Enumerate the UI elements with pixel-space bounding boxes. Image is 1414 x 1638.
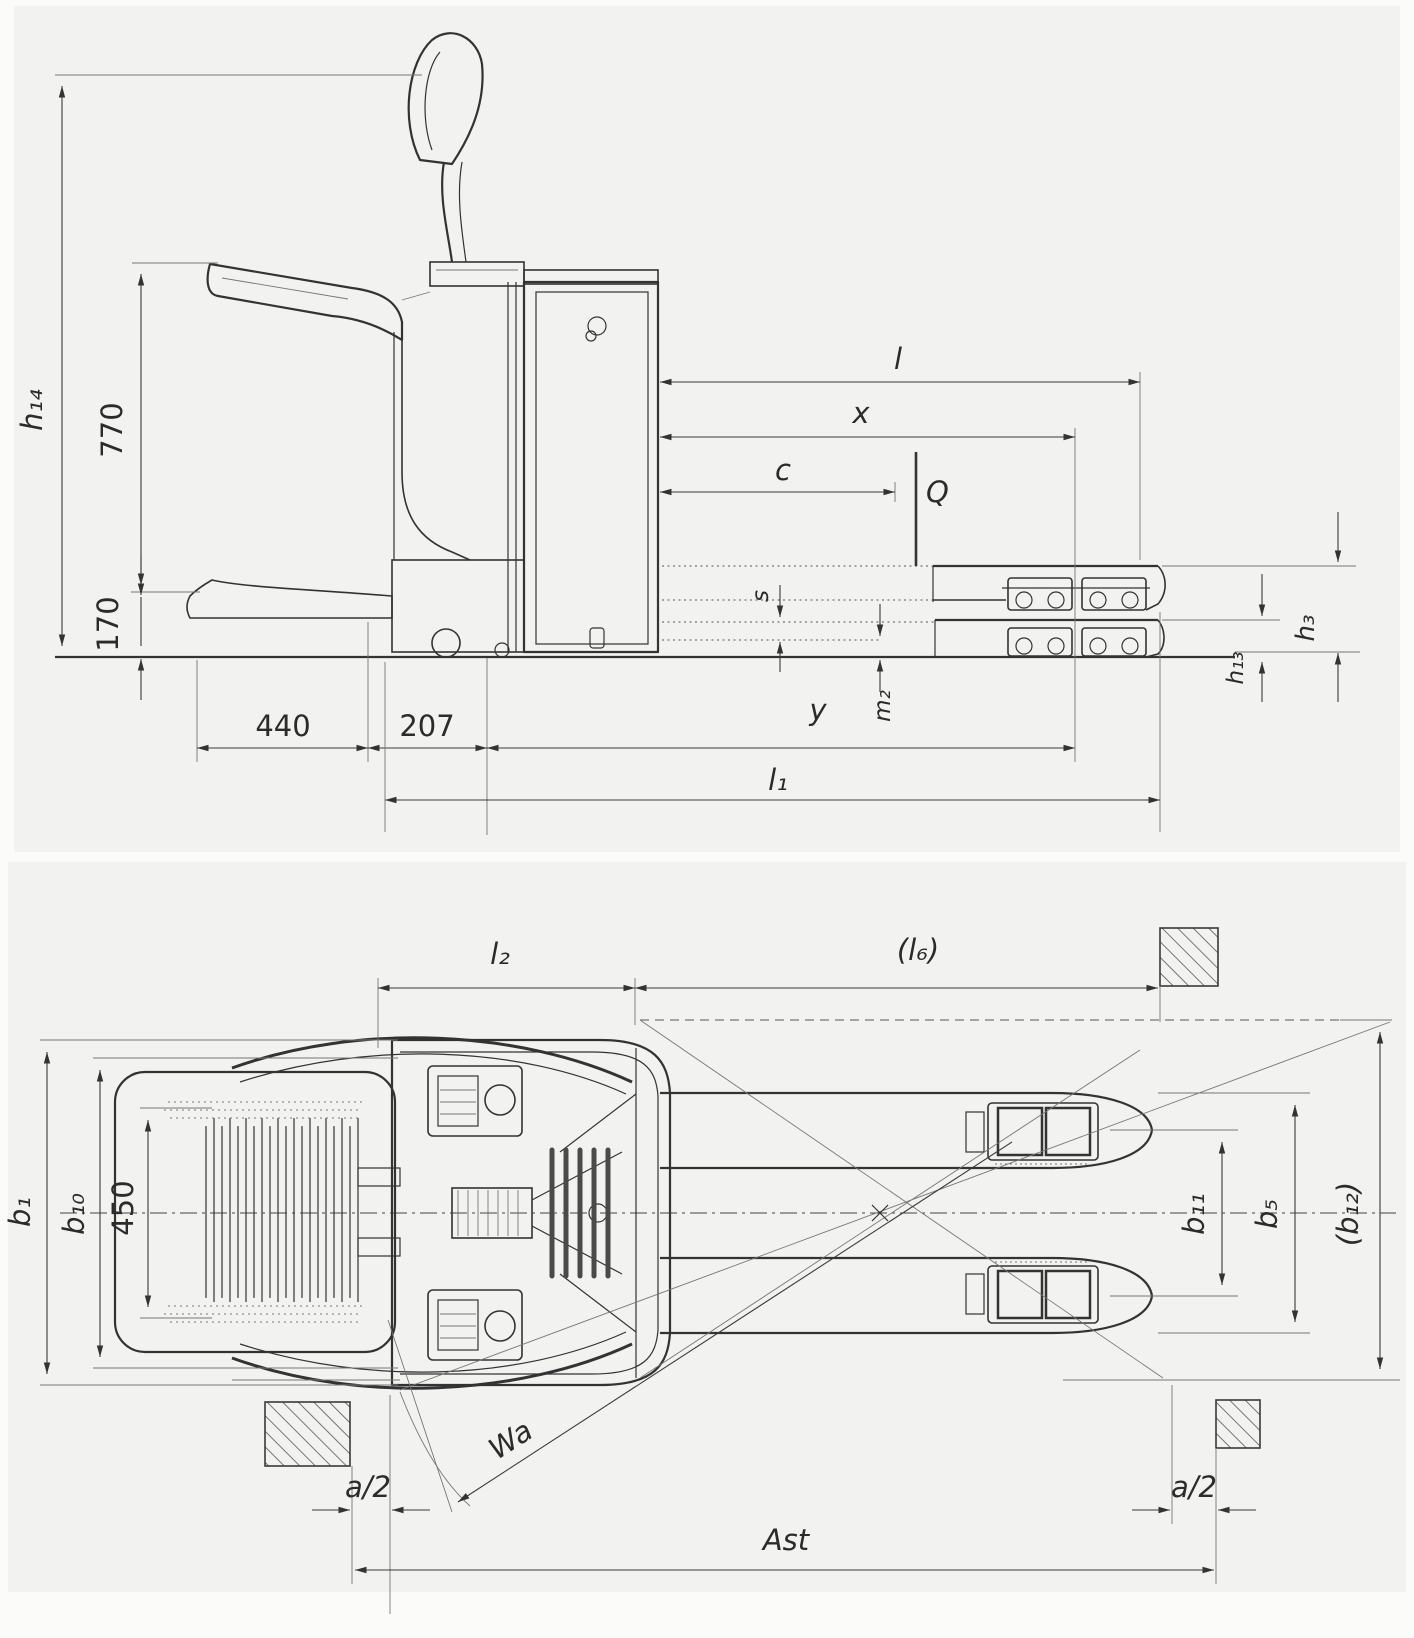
dim-label-m2: m₂	[870, 690, 896, 722]
control-cluster	[427, 1065, 523, 1137]
battery-cap	[523, 269, 659, 285]
seat-column	[401, 322, 471, 561]
dim-label-770: 770	[95, 402, 129, 457]
obstacle-block-bottom-left	[264, 1401, 351, 1467]
seat-top-view	[113, 1070, 397, 1354]
dim-label-c: c	[775, 453, 791, 487]
battery-symbol-bottom-icon	[589, 627, 605, 649]
dim-b10: b₁₀	[57, 1057, 398, 1369]
dim-label-a2-left: a/2	[345, 1470, 391, 1504]
dim-170: 170	[91, 556, 200, 700]
dim-a2-right: a/2	[1132, 1385, 1256, 1584]
dim-label-b10: b₁₀	[57, 1193, 91, 1235]
dim-label-b11: b₁₁	[1177, 1193, 1211, 1235]
dim-440: 440	[196, 622, 369, 762]
dim-label-q: Q	[926, 475, 949, 509]
fork-raised	[662, 564, 1166, 611]
dim-label-170: 170	[91, 596, 125, 651]
dim-y: y	[487, 693, 1075, 752]
side-view-panel	[14, 6, 1400, 852]
drive-unit	[451, 1187, 533, 1239]
seat-slats	[205, 1118, 359, 1302]
caster-wheel	[494, 642, 510, 658]
dim-label-ast: Ast	[761, 1523, 811, 1557]
center-cross-mark	[871, 1204, 889, 1222]
dim-l6: (l₆)	[635, 933, 1161, 1022]
dim-b5: b₅	[1158, 1092, 1310, 1334]
load-roller-bogie	[1081, 577, 1147, 611]
obstacle-block-bottom-right	[1215, 1399, 1261, 1449]
dim-l2: l₂	[377, 937, 636, 1048]
dim-b1: b₁	[3, 1039, 398, 1386]
seat-outline	[113, 1070, 397, 1354]
dim-label-l6: (l₆)	[897, 933, 939, 967]
dim-label-h13: h₁₃	[1223, 651, 1249, 684]
load-roller-bogie	[987, 1265, 1099, 1324]
dim-a2-left: a/2	[312, 1395, 430, 1614]
dim-label-s: s	[748, 590, 774, 602]
dim-s: s	[748, 585, 784, 672]
dim-label-y: y	[808, 693, 827, 727]
side-view: h₁₄ 770 170 440	[15, 32, 1360, 835]
top-view-truck	[113, 927, 1400, 1513]
dim-label-l1: l₁	[768, 763, 788, 797]
tiller-handle	[407, 32, 484, 166]
top-view: l₂ (l₆) b₁ b₁₀	[3, 927, 1400, 1614]
dim-m2: m₂	[870, 604, 896, 722]
dim-label-207: 207	[399, 709, 454, 743]
dim-x: x	[660, 396, 1076, 762]
dim-c: c	[660, 453, 896, 502]
dim-h3: h₃	[1162, 512, 1356, 702]
side-view-truck	[55, 32, 1360, 659]
footplate	[186, 579, 393, 619]
obstacle-block-top-right	[1159, 927, 1219, 987]
dim-label-l2: l₂	[490, 937, 510, 971]
dim-b12: (b₁₂)	[1331, 1019, 1392, 1381]
dim-l: l	[660, 342, 1141, 560]
dim-207: 207	[368, 658, 488, 835]
dim-label-b12: (b₁₂)	[1331, 1182, 1365, 1246]
dim-label-h14: h₁₄	[15, 389, 49, 431]
load-roller-bogie	[1007, 577, 1073, 611]
load-roller-bogie	[987, 1102, 1099, 1161]
chassis-battery	[391, 269, 660, 658]
control-cluster	[427, 1289, 523, 1361]
dim-label-x: x	[851, 396, 870, 430]
dim-label-l: l	[894, 342, 902, 376]
vent-slats	[549, 1147, 611, 1279]
tiller-top-view	[231, 1036, 633, 1390]
dim-label-450: 450	[106, 1180, 140, 1235]
dim-ast: Ast	[355, 1523, 1214, 1574]
tiller-arm	[407, 32, 525, 287]
dim-label-h3: h₃	[1291, 615, 1321, 642]
dim-label-a2-right: a/2	[1171, 1470, 1217, 1504]
side-view-dimensions: h₁₄ 770 170 440	[15, 74, 1356, 835]
dim-h13: h₁₃	[1162, 574, 1280, 702]
fork-lowered	[662, 618, 1165, 658]
battery-box	[522, 280, 660, 654]
dim-label-b1: b₁	[3, 1197, 37, 1227]
battery-symbol-top-icon	[587, 316, 607, 336]
drive-wheel	[431, 628, 461, 658]
seat-link-bar	[357, 1167, 401, 1187]
load-roller-bogie	[1081, 627, 1147, 657]
seat-pad	[206, 262, 404, 342]
dim-b11: b₁₁	[1110, 1129, 1238, 1297]
load-centre-mark: Q	[914, 452, 949, 566]
dim-h14: h₁₄	[15, 74, 422, 646]
operator-seat	[186, 262, 471, 619]
dim-l1: l₁	[384, 612, 1161, 832]
dim-label-440: 440	[255, 709, 310, 743]
dim-label-b5: b₅	[1250, 1199, 1284, 1229]
dim-770: 770	[95, 262, 218, 585]
load-roller-bogie	[1007, 627, 1073, 657]
seat-link-bar	[357, 1237, 401, 1257]
dim-450: 450	[106, 1107, 212, 1319]
